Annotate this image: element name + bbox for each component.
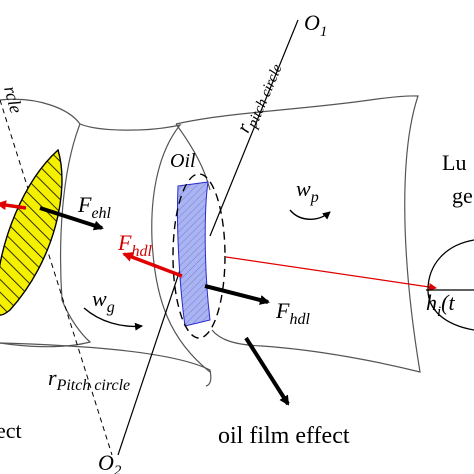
h-i-pointer-arrow: [225, 256, 437, 291]
w-p-label: wp: [296, 176, 319, 206]
svg-text:rpitch circle: rpitch circle: [232, 58, 285, 138]
right-gear-inner-curve: [175, 123, 211, 191]
right-gear-outline: [175, 95, 421, 373]
oil-label: Oil: [170, 150, 196, 172]
middle-gear-outline: [79, 123, 211, 373]
f-hdl-red-arrow: [122, 252, 183, 278]
w-p-rotation-arrow: [289, 209, 331, 220]
oil-film-zone: [176, 181, 211, 327]
h-i-label: hi(t: [426, 290, 455, 320]
svg-text:rcle: rcle: [0, 84, 26, 116]
red-ehl-arrow: [0, 200, 27, 211]
o2-label: O2: [98, 450, 122, 474]
dashed-center-line: [0, 99, 113, 456]
f-hdl-black-arrow: [204, 284, 270, 305]
left-rotated-label: rcle: [0, 84, 26, 116]
upper-pitch-radius-label: rpitch circle: [232, 58, 285, 138]
oil-region-ellipse: [172, 173, 226, 339]
oil-film-effect-label: oil film effect: [218, 423, 350, 449]
upper-pitch-line: [209, 19, 299, 237]
f-ehl-label: Fehl: [77, 192, 112, 222]
f-ehl-arrow: [39, 206, 104, 231]
f-hdl-red-label: Fhdl: [117, 230, 152, 260]
w-g-label: wg: [92, 286, 115, 316]
oil-film-effect-arrow: [244, 336, 290, 406]
left-bottom-label: ect: [0, 418, 22, 443]
left-gear-tooth-bottom: [0, 342, 212, 387]
lower-pitch-line: [117, 269, 181, 456]
zoom-ellipse-arc: [427, 239, 474, 331]
f-hdl-black-label: Fhdl: [275, 298, 310, 328]
right-top-label-1: Lu: [442, 150, 466, 175]
right-top-label-2: ge: [452, 183, 473, 208]
w-g-rotation-arrow: [83, 307, 143, 331]
o1-label: O1: [304, 10, 327, 40]
ehl-contact-zone: [0, 148, 63, 316]
lower-pitch-radius-label: rPitch circle: [48, 365, 130, 394]
